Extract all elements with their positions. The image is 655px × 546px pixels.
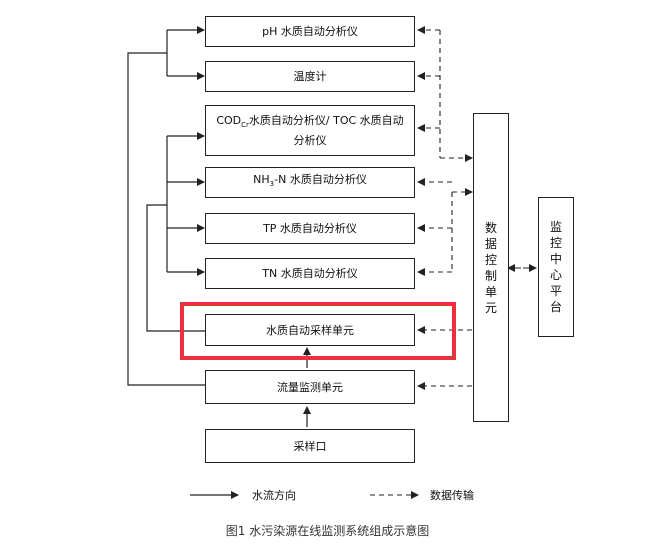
data-control-char: 单 <box>484 284 497 299</box>
sampler-highlight-frame <box>180 302 456 360</box>
tn-analyzer-label: TN 水质自动分析仪 <box>262 267 358 280</box>
monitor-platform-char: 心 <box>549 268 562 282</box>
legend-water-flow-label: 水流方向 <box>252 489 296 502</box>
legend-data-transfer-label: 数据传输 <box>430 489 474 502</box>
data-control-char: 据 <box>484 236 497 251</box>
ph-analyzer-label: pH 水质自动分析仪 <box>262 25 358 38</box>
cod-toc-analyzer-label: CODCr水质自动分析仪/ TOC 水质自动分析仪 <box>216 113 404 148</box>
flow-monitor-box: 流量监测单元 <box>205 370 415 404</box>
monitor-platform-char: 平 <box>549 284 562 298</box>
figure-caption: 图1 水污染源在线监测系统组成示意图 <box>225 524 430 538</box>
tn-analyzer-box: TN 水质自动分析仪 <box>205 258 415 289</box>
data-control-char: 元 <box>484 300 497 315</box>
monitor-platform-box: 监 控 中 心 平 台 <box>538 197 574 337</box>
data-control-unit-box: 数 据 控 制 单 元 <box>473 113 509 422</box>
tp-analyzer-box: TP 水质自动分析仪 <box>205 213 415 244</box>
nh3n-analyzer-box: NH3-N 水质自动分析仪 <box>205 167 415 198</box>
data-control-char: 控 <box>484 252 497 267</box>
cod-toc-analyzer-box: CODCr水质自动分析仪/ TOC 水质自动分析仪 <box>205 105 415 156</box>
auto-sampler-label: 水质自动采样单元 <box>266 323 354 337</box>
flow-monitor-label: 流量监测单元 <box>277 380 343 394</box>
monitor-platform-char: 监 <box>549 220 562 234</box>
thermometer-label: 温度计 <box>293 70 327 83</box>
monitor-platform-char: 控 <box>549 236 562 250</box>
flow-line-inner <box>146 204 205 332</box>
nh3n-analyzer-label: NH3-N 水质自动分析仪 <box>253 173 367 189</box>
monitor-platform-char: 台 <box>549 300 562 314</box>
sample-port-label: 采样口 <box>293 439 327 453</box>
flow-line-outer <box>127 52 205 386</box>
auto-sampler-box: 水质自动采样单元 <box>205 314 415 346</box>
monitor-platform-char: 中 <box>549 252 562 266</box>
ph-analyzer-box: pH 水质自动分析仪 <box>205 16 415 47</box>
sample-port-box: 采样口 <box>205 429 415 463</box>
tp-analyzer-label: TP 水质自动分析仪 <box>263 222 357 235</box>
thermometer-box: 温度计 <box>205 61 415 92</box>
data-control-char: 数 <box>484 220 497 235</box>
data-control-char: 制 <box>484 268 497 283</box>
